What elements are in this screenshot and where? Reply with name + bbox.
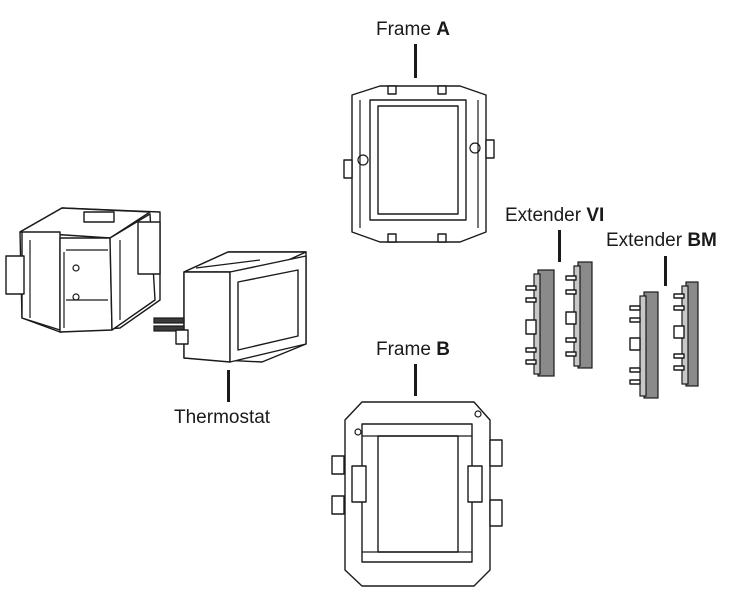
thermostat-device (153, 251, 307, 363)
extender-bm (629, 281, 699, 399)
frame-a-label-prefix: Frame (376, 19, 437, 40)
extender-vi-label: Extender VI (505, 206, 604, 225)
extender-vi-label-code: VI (586, 205, 605, 226)
extender-bm-label-code: BM (687, 230, 717, 251)
leader-line-extender-bm (664, 256, 667, 286)
frame-a-label: Frame A (376, 20, 450, 39)
leader-line-thermostat (227, 370, 230, 402)
frame-a (343, 85, 495, 243)
thermostat-label: Thermostat (174, 408, 270, 427)
extender-bm-label-prefix: Extender (606, 230, 688, 251)
leader-line-extender-vi (558, 230, 561, 262)
frame-b-label-letter: B (436, 339, 450, 360)
leader-line-frame-a (414, 44, 417, 78)
back-box (5, 207, 161, 333)
frame-a-label-letter: A (436, 19, 450, 40)
extender-vi-label-prefix: Extender (505, 205, 587, 226)
thermostat-label-text: Thermostat (174, 407, 271, 428)
frame-b (331, 401, 503, 587)
extender-bm-label: Extender BM (606, 231, 717, 250)
extender-vi (525, 261, 593, 377)
frame-b-label-prefix: Frame (376, 339, 437, 360)
frame-b-label: Frame B (376, 340, 450, 359)
leader-line-frame-b (414, 364, 417, 396)
